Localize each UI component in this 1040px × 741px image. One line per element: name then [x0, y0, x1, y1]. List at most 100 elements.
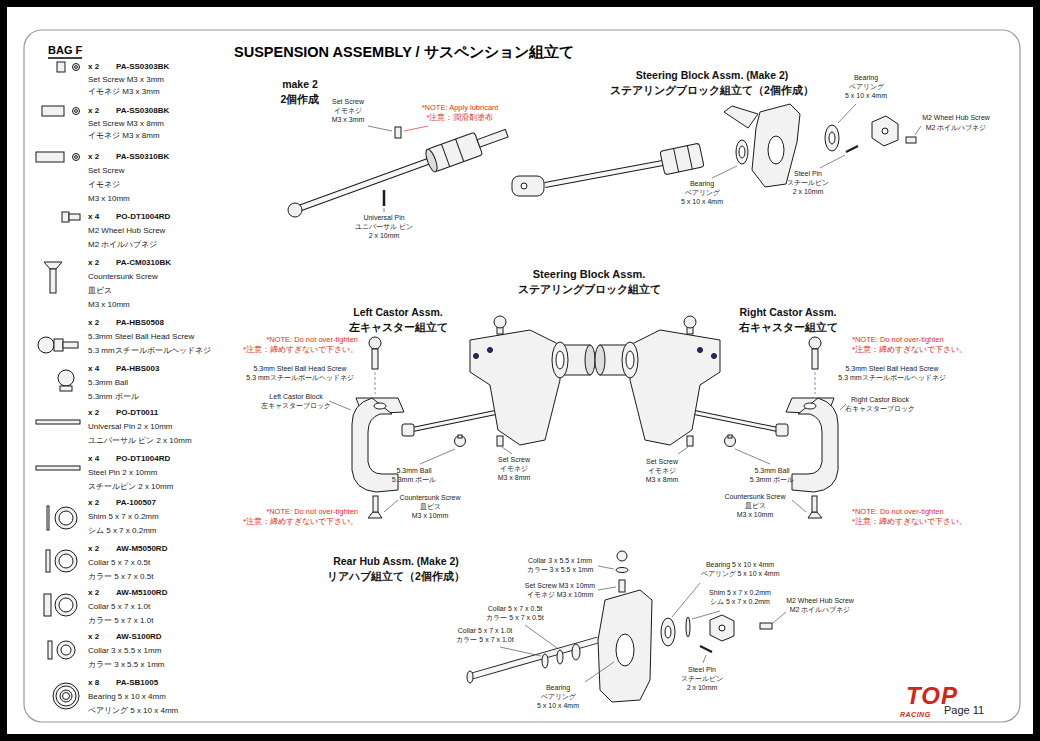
leader-line: [838, 104, 856, 123]
callout-label: Left Castor Block: [269, 393, 322, 401]
part-description: Set Screw: [88, 166, 124, 175]
part-description: Universal Pin 2 x 10mm: [88, 422, 172, 431]
leader-line: [792, 500, 806, 512]
callout-label: Set Screw: [332, 98, 364, 106]
part-icon: [38, 337, 54, 353]
part-code: x 2: [88, 152, 99, 161]
part-icon: [55, 594, 77, 616]
castor-assembly-drawing: [488, 348, 493, 353]
leader-line: [672, 583, 700, 617]
callout-label: 5 x 10 x 4mm: [681, 198, 723, 206]
warning-note: *注意：潤滑剤塗布: [427, 114, 494, 123]
part-icon: [36, 152, 64, 162]
callout-label: Set Screw: [498, 456, 530, 464]
section-heading: 左キャスター組立て: [349, 321, 448, 333]
page-sheet: [7, 7, 1033, 734]
part-icon: [58, 370, 74, 386]
frame-outline: [24, 30, 1020, 722]
part-description: カラー 5 x 7 x 1.0t: [88, 616, 153, 625]
callout-label: 5.3mm ボール: [750, 476, 794, 484]
drive-shaft-drawing: [288, 203, 302, 217]
castor-assembly-drawing: [373, 496, 378, 512]
warning-note: *NOTE: Do not over-tighten: [852, 336, 944, 345]
part-description: Set Screw M3 x 3mm: [88, 75, 164, 84]
callout-label: スチールピン: [681, 675, 723, 683]
warning-note: *注意：締めすぎないで下さい。: [852, 518, 967, 527]
callout-label: M2 ホイルハブネジ: [926, 124, 987, 132]
castor-assembly-drawing: [497, 436, 503, 446]
part-description: M2 Wheel Hub Screw: [88, 226, 165, 235]
warning-note: *NOTE: Apply lubricant: [422, 104, 499, 113]
part-icon: [50, 269, 56, 293]
callout-label: シム 5 x 7 x 0.2mm: [710, 598, 770, 606]
section-heading: make 2: [282, 78, 318, 90]
drive-shaft-drawing: [477, 129, 508, 147]
steering-block-drawing: [660, 143, 704, 175]
part-description: Collar 3 x 5.5 x 1mm: [88, 646, 161, 655]
castor-assembly-drawing: [556, 351, 564, 369]
part-code: AW-M5050RD: [116, 544, 167, 553]
part-icon: [57, 62, 65, 72]
leader-line: [384, 208, 385, 212]
drive-shaft-drawing: [441, 144, 449, 167]
steering-block-drawing: [545, 162, 668, 185]
rear-hub-drawing: [572, 644, 580, 660]
steering-block-drawing: [752, 104, 800, 187]
part-code: x 2: [88, 106, 99, 115]
drive-shaft-drawing: [395, 127, 401, 138]
section-heading: 2個作成: [281, 93, 320, 105]
bag-underline: [48, 57, 82, 58]
callout-label: 左キャスターブロック: [261, 402, 331, 410]
castor-assembly-drawing: [352, 316, 595, 518]
castor-assembly-drawing: [369, 337, 381, 349]
callout-label: 2 x 10mm: [687, 684, 718, 692]
callout-label: Bearing: [690, 180, 714, 188]
callout-label: スチールピン: [787, 179, 829, 187]
callout-label: M2 Wheel Hub Screw: [786, 597, 854, 605]
part-icon: [57, 641, 75, 659]
part-icon: [54, 339, 63, 351]
callout-label: M3 x 10mm: [412, 512, 449, 520]
steering-block-drawing: [739, 146, 745, 158]
part-code: x 8: [88, 678, 99, 687]
part-description: イモネジ M3 x 3mm: [88, 87, 160, 96]
callout-label: 5 x 10 x 4mm: [537, 702, 579, 710]
page-number: Page 11: [944, 704, 984, 717]
part-code: PA-SS0303BK: [116, 62, 169, 71]
drive-shaft-drawing: [383, 190, 386, 206]
leader-line: [384, 500, 398, 512]
steering-block-drawing: [829, 132, 835, 144]
steering-block-drawing: [768, 136, 784, 164]
part-code: AW-S100RD: [116, 632, 162, 641]
part-description: Bearing 5 x 10 x 4mm: [88, 692, 166, 701]
steering-block-drawing: [872, 116, 898, 146]
section-heading: Steering Block Assm.: [533, 268, 646, 281]
callout-label: M2 ホイルハブネジ: [790, 606, 851, 614]
part-icon: [47, 506, 49, 530]
part-icon: [60, 690, 72, 702]
leader-line: [502, 447, 512, 454]
part-icon: [62, 212, 69, 222]
steering-block-drawing: [906, 137, 916, 143]
part-description: スチールピン 2 x 10mm: [88, 482, 173, 491]
steering-block-drawing: [687, 146, 692, 169]
castor-assembly-drawing: [595, 316, 838, 518]
callout-label: イモネジ M3 x 10mm: [527, 591, 594, 599]
part-code: PO-DT1004RD: [116, 454, 170, 463]
part-code: PA-SS0310BK: [116, 152, 169, 161]
callout-label: 5.3mm Steel Ball Head Screw: [254, 365, 347, 373]
castor-assembly-drawing: [455, 436, 466, 447]
part-description: 5.3mm ボール: [88, 392, 139, 401]
rear-hub-drawing: [617, 551, 627, 561]
castor-assembly-drawing: [374, 403, 386, 409]
rear-hub-drawing: [661, 618, 675, 646]
part-icon: [69, 214, 80, 220]
section-heading: 右キャスター組立て: [739, 321, 838, 333]
callout-label: Collar 5 x 7 x 1.0t: [458, 627, 512, 635]
warning-note: *NOTE: Do not over-tighten: [852, 508, 944, 517]
callout-label: 5.3mm ボール: [392, 476, 436, 484]
leader-line: [500, 647, 541, 656]
part-description: イモネジ M3 x 8mm: [88, 131, 160, 140]
castor-assembly-drawing: [494, 316, 506, 328]
leader-line: [329, 401, 846, 512]
